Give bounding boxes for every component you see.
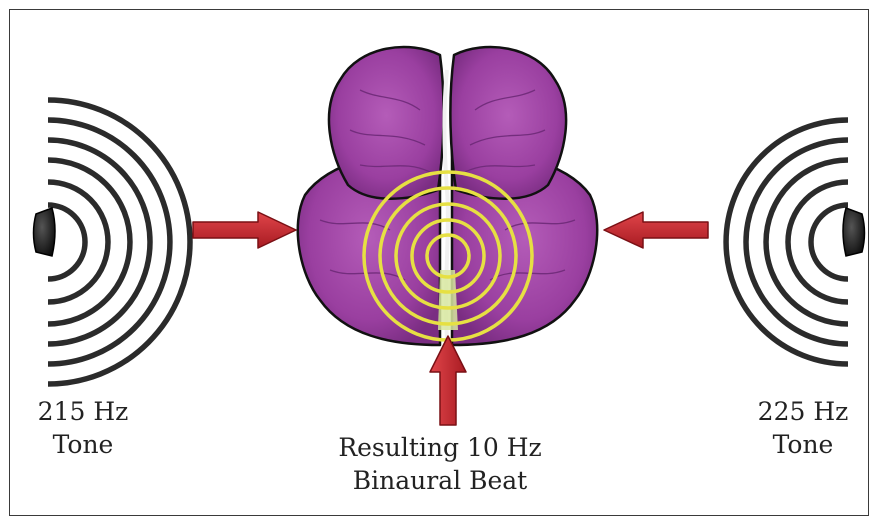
left-arrow-icon xyxy=(193,212,296,248)
left-wave-arc xyxy=(48,140,150,344)
right-wave-arc xyxy=(746,140,848,344)
left-speaker-icon xyxy=(34,208,56,256)
right-tone-label: 225 Hz Tone xyxy=(738,396,868,461)
brain-stem-highlight xyxy=(438,270,458,330)
right-tone-frequency: 225 Hz xyxy=(738,396,868,429)
left-tone-frequency: 215 Hz xyxy=(18,396,148,429)
left-wave-arc xyxy=(48,182,108,302)
binaural-beat-line2: Binaural Beat xyxy=(250,465,630,498)
up-arrow-icon xyxy=(430,336,466,425)
right-speaker-icon xyxy=(843,208,865,256)
left-sound-waves xyxy=(48,100,190,384)
right-tone-word: Tone xyxy=(738,429,868,462)
binaural-beat-line1: Resulting 10 Hz xyxy=(250,432,630,465)
binaural-beat-label: Resulting 10 Hz Binaural Beat xyxy=(250,432,630,497)
left-tone-label: 215 Hz Tone xyxy=(18,396,148,461)
right-wave-arc xyxy=(788,182,848,302)
right-arrow-icon xyxy=(604,212,708,248)
left-tone-word: Tone xyxy=(18,429,148,462)
brain-icon xyxy=(298,47,597,345)
right-sound-waves xyxy=(726,120,848,364)
right-wave-arc xyxy=(811,205,848,279)
